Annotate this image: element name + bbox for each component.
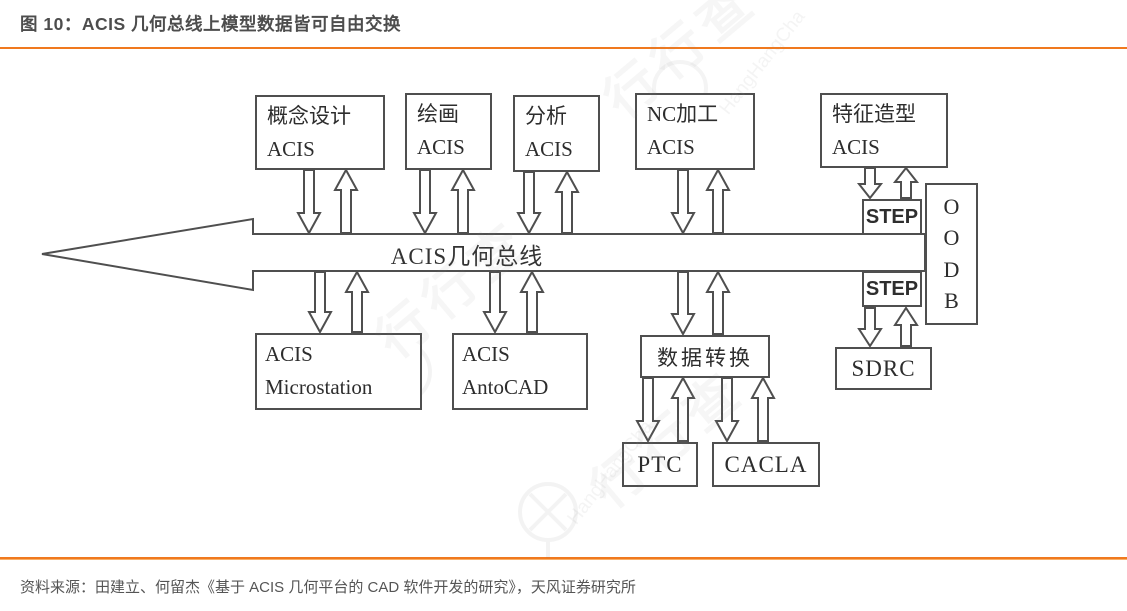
flow-arrow-down [856, 167, 884, 200]
flow-arrow-up [705, 269, 731, 335]
box-label: STEP [865, 205, 919, 228]
box-sdrc: SDRC [835, 347, 932, 390]
flow-arrow-down [412, 169, 438, 236]
box-line: 绘画 [417, 102, 459, 126]
box-label: STEP [865, 277, 919, 300]
flow-arrow-up [450, 167, 476, 234]
box-line: 特征造型 [832, 102, 916, 126]
box-cacla: CACLA [712, 442, 820, 487]
box-line: 概念设计 [267, 104, 351, 128]
bottom-accent-rule [0, 557, 1127, 560]
flow-arrow-up [705, 167, 731, 234]
flow-arrow-down [670, 271, 696, 337]
box-feature-modeling-acis: 特征造型 ACIS [820, 93, 948, 168]
box-label: 数据转换 [657, 345, 753, 370]
oodb-letter: B [944, 288, 959, 314]
oodb-letter: O [943, 225, 960, 251]
box-label: CACLA [724, 451, 808, 477]
box-line: ACIS [525, 137, 573, 161]
box-line: ACIS [417, 135, 465, 159]
figure-title: 图 10：ACIS 几何总线上模型数据皆可自由交换 [20, 14, 401, 34]
box-ptc: PTC [622, 442, 698, 487]
flow-arrow-down [714, 377, 740, 444]
box-line: Microstation [265, 375, 373, 399]
box-line: ACIS [832, 135, 880, 159]
box-concept-design-acis: 概念设计 ACIS [255, 95, 385, 170]
box-line: ACIS [267, 137, 315, 161]
box-acis-antocad: ACIS AntoCAD [452, 333, 588, 410]
flow-arrow-down [516, 171, 542, 236]
box-step-bottom: STEP [862, 271, 922, 307]
flow-arrow-down [482, 271, 508, 335]
box-step-top: STEP [862, 199, 922, 235]
box-line: NC加工 [647, 102, 719, 126]
flow-arrow-up [670, 375, 696, 442]
box-label: PTC [637, 451, 683, 477]
flow-arrow-down [296, 169, 322, 236]
box-line: AntoCAD [462, 375, 549, 399]
flow-arrow-up [554, 169, 580, 234]
box-line: ACIS [647, 135, 695, 159]
bus-label: ACIS几何总线 [390, 244, 544, 269]
box-line: 分析 [525, 104, 567, 128]
box-label: SDRC [851, 355, 916, 381]
flow-arrow-down [307, 271, 333, 335]
box-line: ACIS [462, 342, 510, 366]
flow-arrow-up [892, 166, 920, 199]
flow-arrow-down [857, 307, 883, 348]
oodb-letter: O [943, 193, 960, 219]
flow-arrow-up [893, 306, 919, 347]
top-accent-rule [0, 47, 1127, 49]
flow-arrow-up [750, 375, 776, 442]
box-data-conversion: 数据转换 [640, 335, 770, 378]
box-acis-microstation: ACIS Microstation [255, 333, 422, 410]
flow-arrow-up [519, 269, 545, 333]
box-analysis-acis: 分析 ACIS [513, 95, 600, 172]
flow-arrow-down [670, 169, 696, 236]
box-drawing-acis: 绘画 ACIS [405, 93, 492, 170]
source-note: 资料来源：田建立、何留杰《基于 ACIS 几何平台的 CAD 软件开发的研究》，… [20, 579, 636, 596]
oodb-letter: D [943, 256, 960, 282]
box-nc-machining-acis: NC加工 ACIS [635, 93, 755, 170]
box-oodb: O O D B [925, 183, 978, 325]
flow-arrow-up [333, 167, 359, 234]
box-line: ACIS [265, 342, 313, 366]
flow-arrow-down [635, 377, 661, 444]
flow-arrow-up [344, 269, 370, 333]
